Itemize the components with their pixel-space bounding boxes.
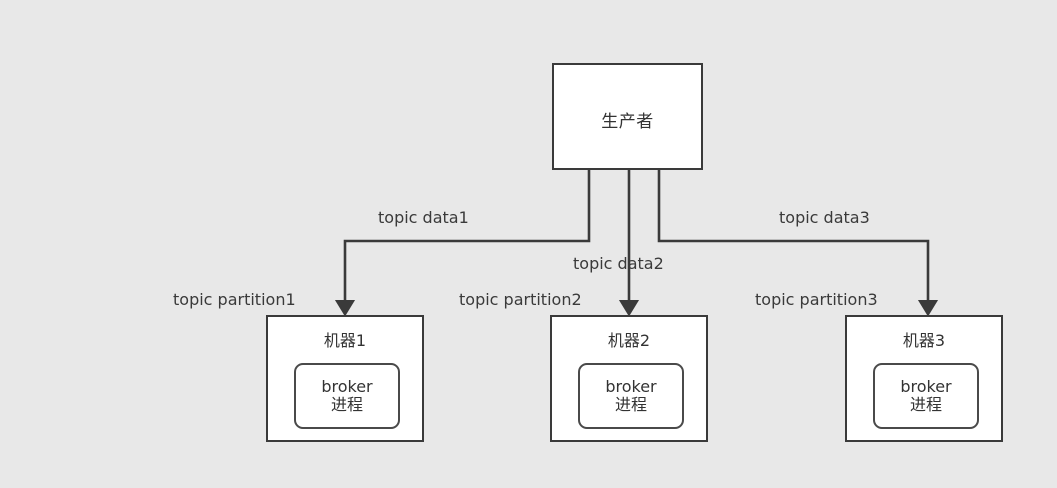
machine-node-1[interactable]: 机器1 broker 进程 (266, 315, 424, 442)
machine-label-1: 机器1 (323, 331, 367, 350)
machine-label-2: 机器2 (607, 331, 651, 350)
broker-process-label-1: 进程 (330, 395, 363, 414)
broker-label-2: broker (605, 376, 657, 396)
edge-label-topic-data2: topic data2 (573, 254, 664, 273)
broker-process-box-2[interactable]: broker 进程 (578, 363, 684, 429)
broker-process-box-3[interactable]: broker 进程 (873, 363, 979, 429)
edge-label-topic-partition1: topic partition1 (173, 290, 296, 309)
producer-label: 生产者 (601, 112, 654, 132)
edge-producer-to-machine1 (334, 170, 591, 317)
machine-node-2[interactable]: 机器2 broker 进程 (550, 315, 708, 442)
edge-label-topic-partition3: topic partition3 (755, 290, 878, 309)
machine-label-3: 机器3 (902, 331, 946, 350)
broker-label-1: broker (321, 376, 373, 396)
broker-process-box-1[interactable]: broker 进程 (294, 363, 400, 429)
edge-label-topic-data3: topic data3 (779, 208, 870, 227)
broker-label-3: broker (900, 376, 952, 396)
edge-label-topic-partition2: topic partition2 (459, 290, 582, 309)
broker-process-label-3: 进程 (909, 395, 942, 414)
edge-label-topic-data1: topic data1 (378, 208, 469, 227)
producer-node[interactable]: 生产者 (552, 63, 703, 170)
broker-process-label-2: 进程 (614, 395, 647, 414)
edge-producer-to-machine3 (657, 170, 939, 317)
machine-node-3[interactable]: 机器3 broker 进程 (845, 315, 1003, 442)
